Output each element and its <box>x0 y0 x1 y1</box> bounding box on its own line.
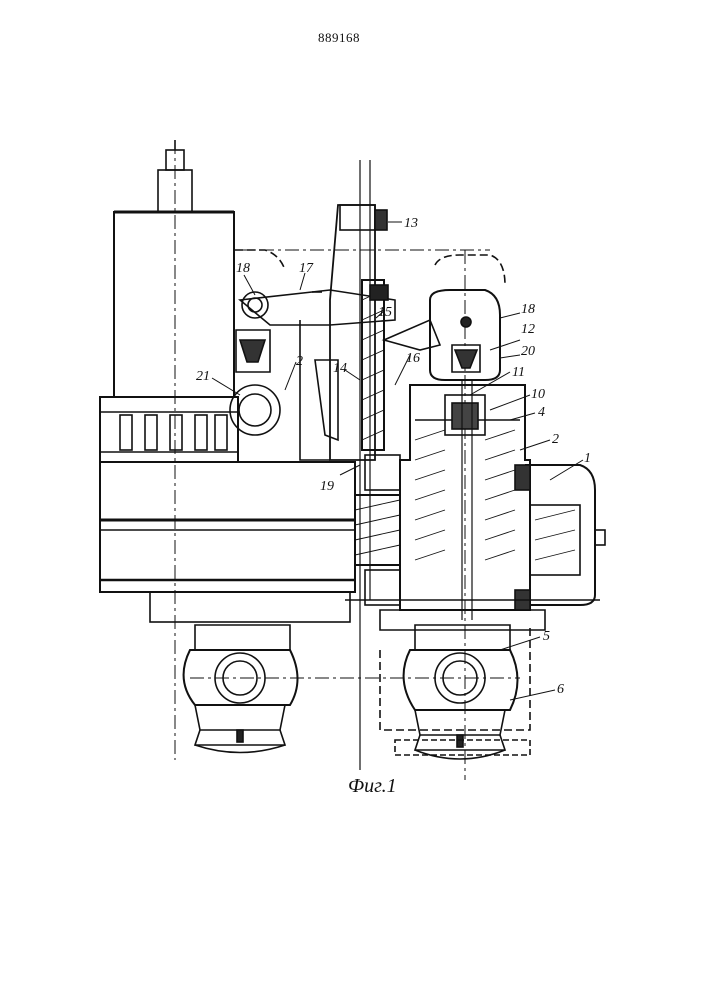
callout-11: 11 <box>512 365 525 380</box>
callout-6: 6 <box>557 682 564 697</box>
callout-18-right: 18 <box>521 302 535 317</box>
callout-14: 14 <box>333 361 347 376</box>
callout-18-left: 18 <box>236 261 250 276</box>
callout-2-left: 2 <box>296 354 303 369</box>
drawing-lines <box>100 140 605 780</box>
callout-20: 20 <box>521 344 535 359</box>
figure-caption: Фиг.1 <box>348 775 397 797</box>
callout-2-right: 2 <box>552 432 559 447</box>
callout-1: 1 <box>584 451 591 466</box>
callout-10: 10 <box>531 387 545 402</box>
callout-17: 17 <box>299 261 314 276</box>
callout-16: 16 <box>406 351 420 366</box>
callout-13: 13 <box>404 216 418 231</box>
callout-4: 4 <box>538 405 545 420</box>
callout-15: 15 <box>378 305 392 320</box>
callout-21: 21 <box>196 369 210 384</box>
callout-5: 5 <box>543 629 550 644</box>
callout-19: 19 <box>320 479 334 494</box>
callout-12: 12 <box>521 322 535 337</box>
